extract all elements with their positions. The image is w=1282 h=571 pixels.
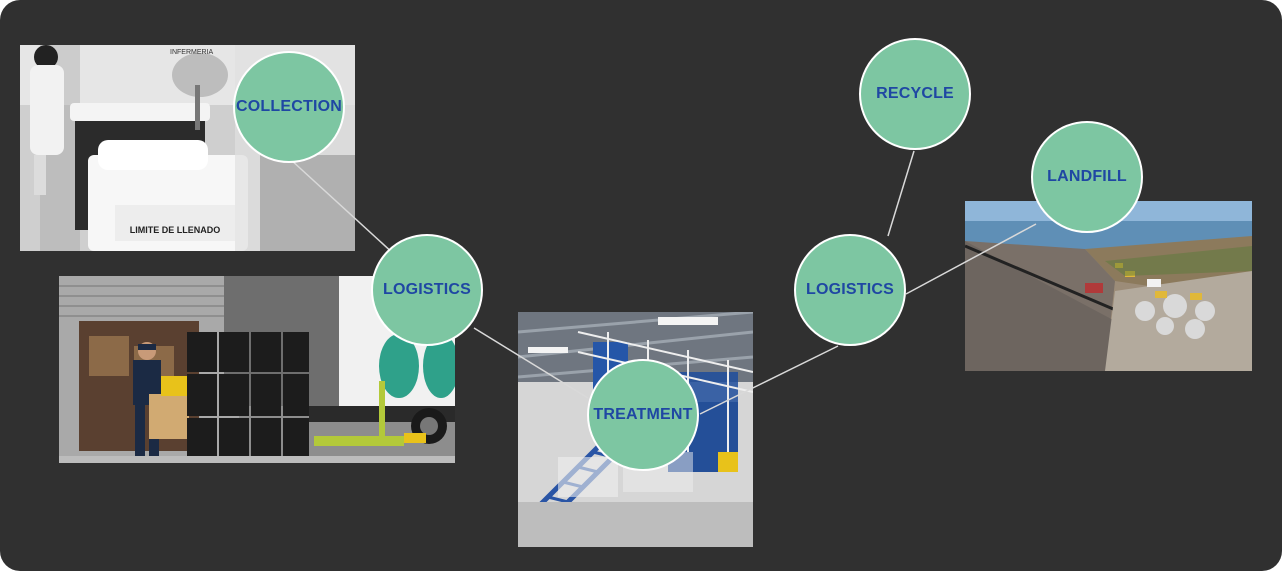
node-landfill-label: LANDFILL bbox=[1047, 168, 1127, 185]
node-recycle: RECYCLE bbox=[859, 38, 971, 150]
node-landfill: LANDFILL bbox=[1031, 121, 1143, 233]
node-collection: COLLECTION bbox=[233, 51, 345, 163]
collection-container-label: LIMITE DE LLENADO bbox=[130, 225, 221, 235]
node-logistics-right: LOGISTICS bbox=[794, 234, 906, 346]
node-logistics-right-label: LOGISTICS bbox=[805, 281, 895, 298]
node-recycle-label: RECYCLE bbox=[876, 85, 954, 102]
node-treatment: TREATMENT bbox=[587, 359, 699, 471]
collection-sign-text: INFERMERIA bbox=[170, 49, 214, 56]
node-logistics-left-label: LOGISTICS bbox=[382, 281, 472, 298]
connector-logistics-recycle bbox=[887, 150, 915, 237]
node-collection-label: COLLECTION bbox=[236, 98, 342, 115]
node-logistics-left: LOGISTICS bbox=[371, 234, 483, 346]
node-treatment-label: TREATMENT bbox=[593, 406, 693, 423]
